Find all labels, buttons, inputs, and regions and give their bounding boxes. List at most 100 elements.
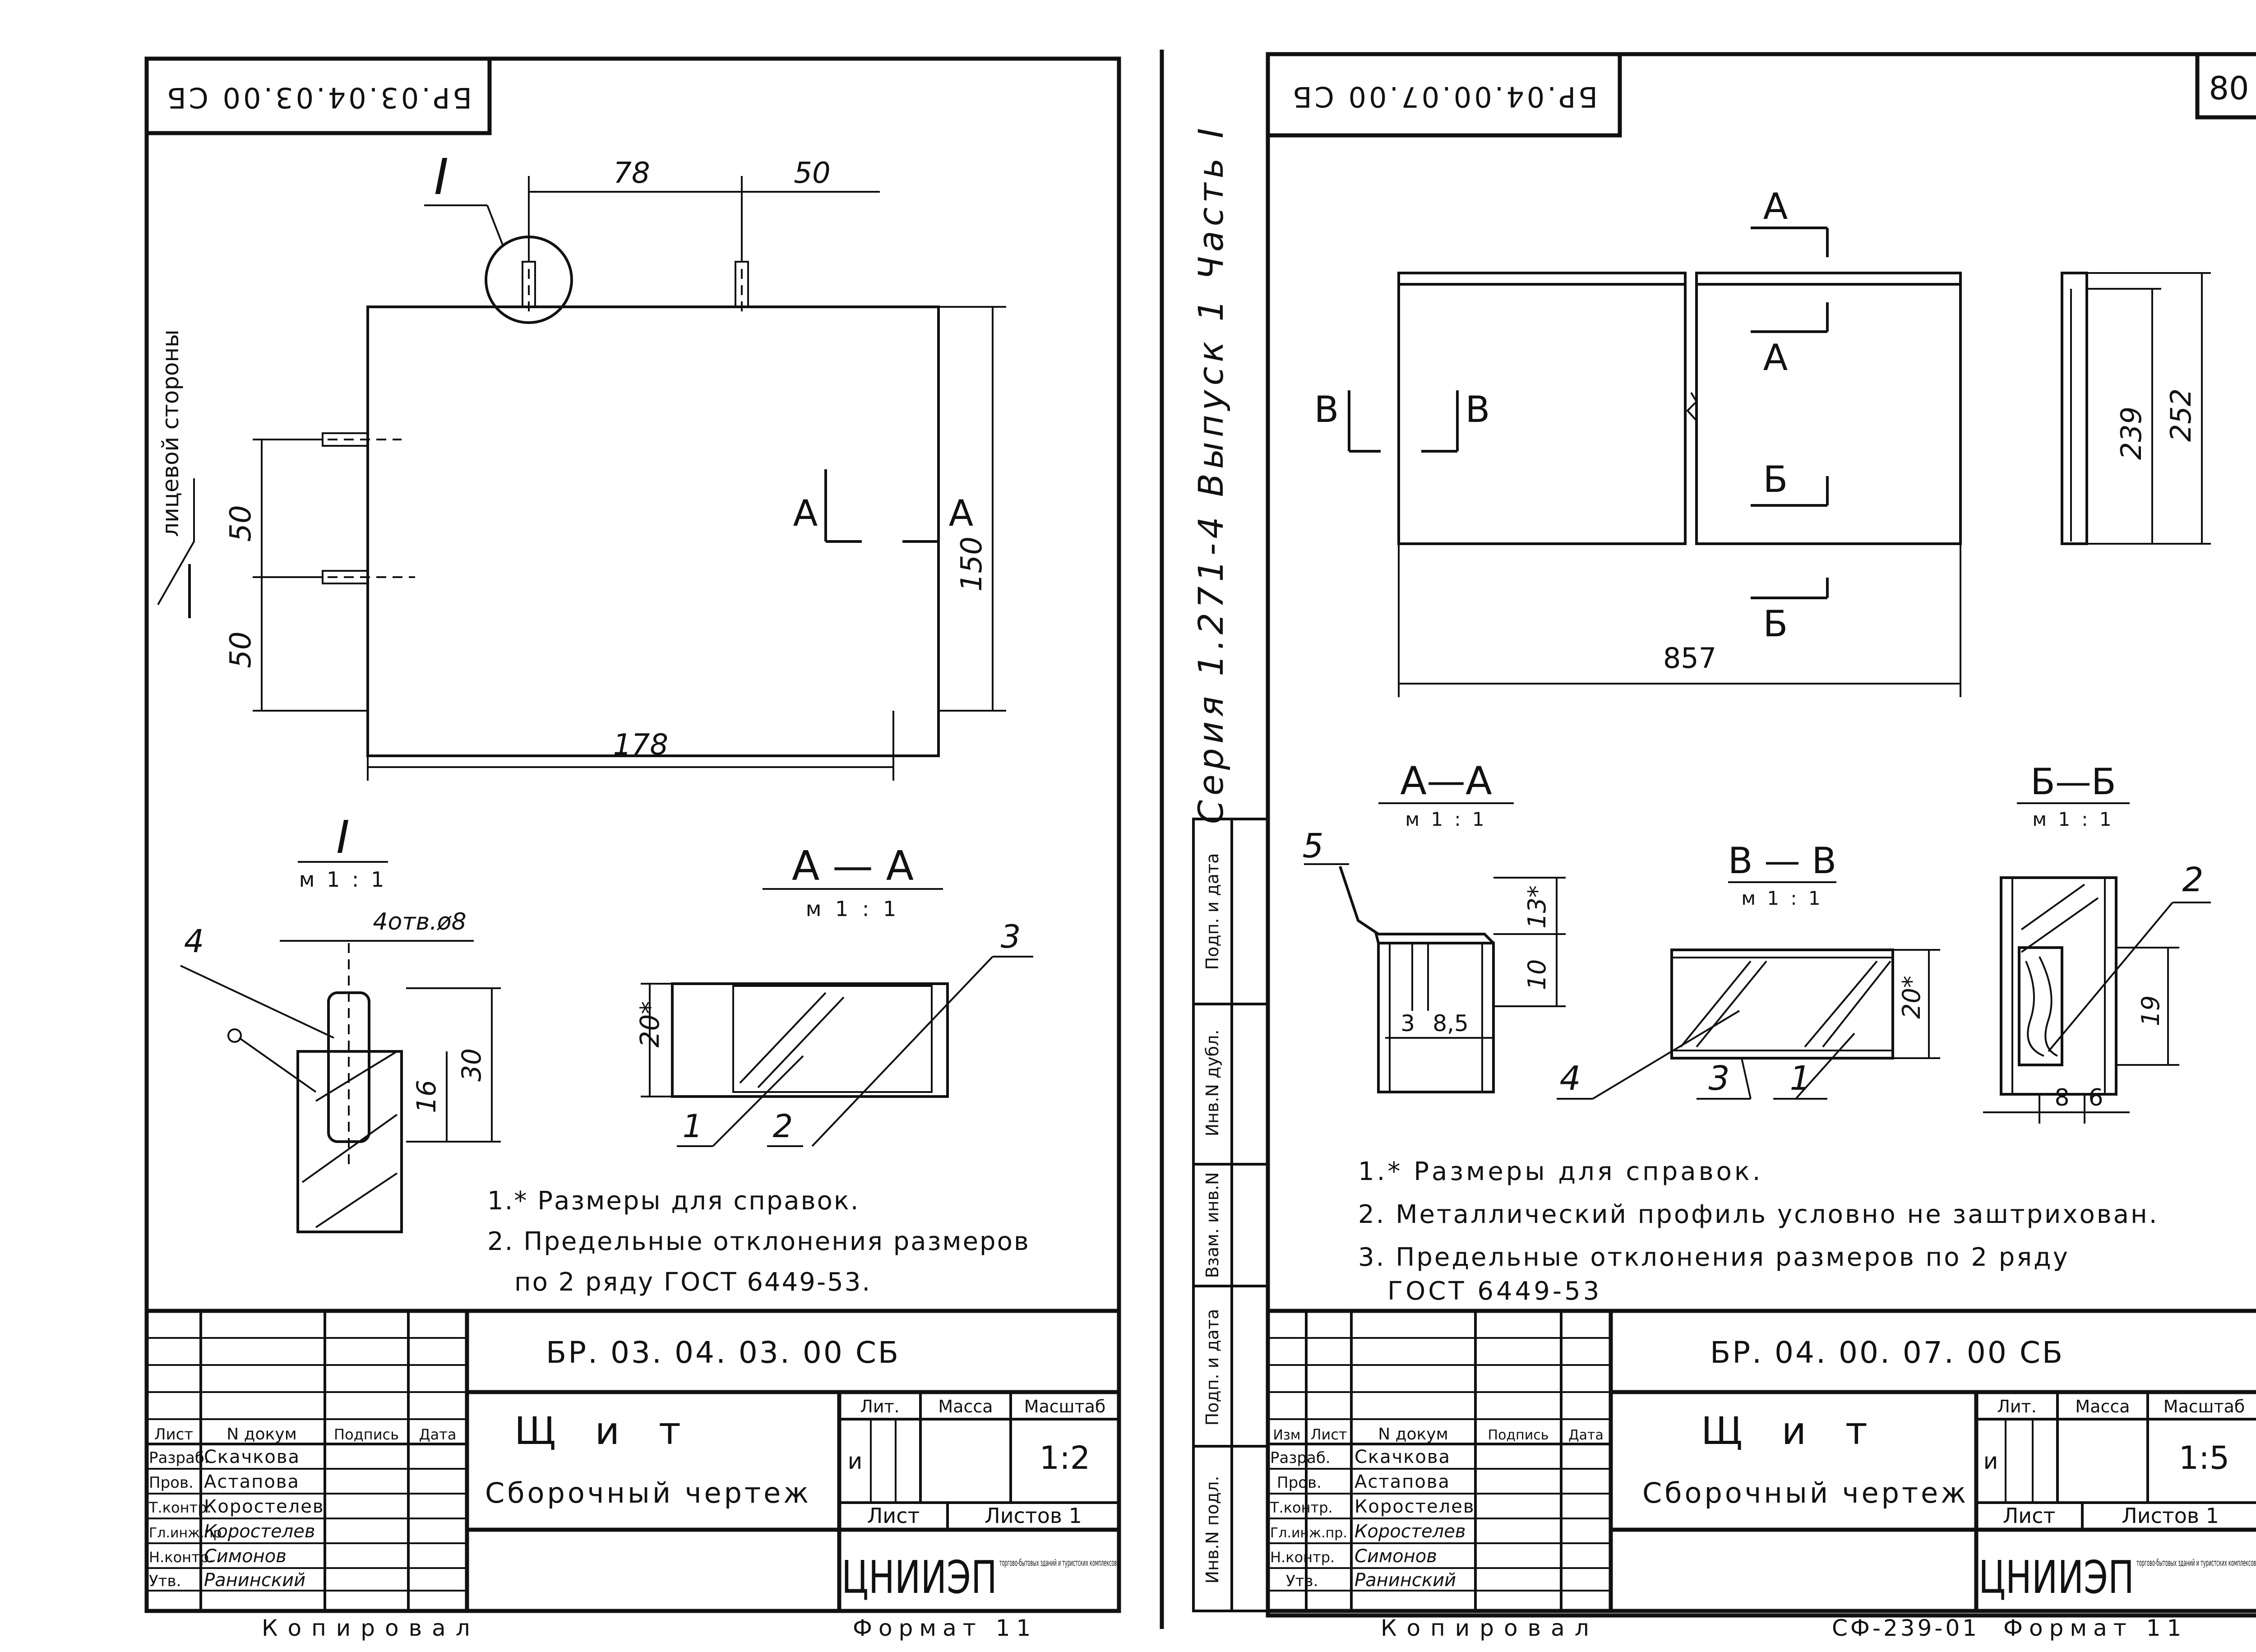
pin-mark-dot: [227, 1028, 242, 1043]
dim-30: 30: [456, 1048, 487, 1082]
left-sec-letter-a1: А: [793, 492, 818, 534]
right-sec-vv-body: [1670, 949, 1894, 1060]
face-side-arrow: [157, 478, 195, 605]
right-sec-bb-wood-1: [2025, 961, 2044, 1057]
sec-letter-a-mid: А: [1763, 337, 1788, 379]
right-sec-vv-hatch-1: [1680, 960, 1752, 1048]
hatch-3: [315, 1172, 398, 1228]
right-sec-vv-title: В — В: [1728, 840, 1837, 882]
left-tb-name-4: Коростелев: [204, 1521, 315, 1542]
right-side-profile: [2061, 272, 2088, 545]
left-sheet: БР.03.04.03.00 СБ I 78 50: [144, 56, 1121, 1641]
right-tb-role-6: Утв.: [1286, 1572, 1318, 1590]
dim-19: 19: [2136, 995, 2165, 1027]
left-bottom-copied: Копировал: [262, 1615, 480, 1641]
left-tb-name1: Щ и т: [514, 1409, 694, 1453]
right-leader-5-label: 5: [1302, 827, 1323, 865]
right-tb-name-6: Ранинский: [1355, 1570, 1456, 1591]
left-dowel-top-2: [735, 261, 749, 308]
right-bottom-code: СФ-239-01: [1832, 1615, 1979, 1641]
right-sec-bb-wood-2: [2039, 956, 2058, 1057]
left-tb-role-1: Разраб.: [149, 1449, 209, 1467]
right-tb-scale-value: 1:5: [2179, 1439, 2230, 1476]
left-tb-scale-label: Масштаб: [1024, 1397, 1106, 1416]
right-sec-vv-hatch-2: [1696, 960, 1767, 1048]
dim-13: 13*: [1523, 885, 1551, 929]
right-main-view: А А Б Б В В 857 239: [1314, 185, 2211, 697]
right-sheet: БР.04.00.07.00 СБ 80 Серия 1.271-4 Выпус…: [1191, 52, 2256, 1641]
dim-8-5: 8,5: [1433, 1010, 1469, 1037]
right-title-block: БР. 04. 00. 07. 00 СБ Щ и т Сборочный че…: [1266, 1309, 2256, 1613]
left-note-3: по 2 ряду ГОСТ 6449-53.: [514, 1268, 871, 1297]
right-tb-role-5: Н.контр.: [1270, 1549, 1335, 1566]
right-tb-name-3: Коростелев: [1355, 1496, 1475, 1517]
right-leader-1: [1795, 1032, 1855, 1100]
page-number: 80: [2209, 70, 2249, 107]
right-tb-role-1: Разраб.: [1270, 1449, 1331, 1467]
dim-6: 6: [2088, 1084, 2103, 1111]
right-tb-name-5: Симонов: [1355, 1546, 1437, 1567]
right-tb-sheet-label: Лист: [2003, 1504, 2056, 1528]
left-tb-role-5: Н.контр.: [149, 1549, 213, 1566]
right-sec-bb-insert: [2018, 946, 2063, 1066]
left-tb-frame: [144, 1309, 1121, 1613]
right-leader-3: [1741, 1058, 1752, 1099]
left-code-box: [144, 56, 492, 135]
side-stamp-3: Взам. инв.N: [1202, 1172, 1222, 1278]
side-stamp-1: Инв.N подл.: [1202, 1476, 1222, 1584]
left-leader-2-label: 2: [773, 1108, 793, 1145]
sec-letter-b2: Б: [1763, 603, 1788, 645]
left-tb-code: БР. 03. 04. 03. 00 СБ: [546, 1335, 900, 1370]
right-note-4: ГОСТ 6449-53: [1387, 1277, 1602, 1306]
right-sec-aa-body: [1377, 942, 1495, 1093]
right-tb-role-4: Гл.инж.пр.: [1270, 1525, 1347, 1541]
right-note-1: 1.* Размеры для справок.: [1358, 1157, 1763, 1186]
sec-letter-b1: Б: [1763, 458, 1788, 500]
left-leader-4-label: 4: [184, 923, 204, 960]
right-sec-vv-inner: [1671, 957, 1894, 1051]
right-bottom-format: Формат 11: [2003, 1615, 2187, 1641]
right-sec-aa-profile: [1374, 933, 1495, 944]
right-code-box: [1266, 52, 1622, 138]
right-tb-code: БР. 04. 00. 07. 00 СБ: [1710, 1335, 2064, 1370]
right-panel-right: [1695, 272, 1962, 545]
dim-50-top: 50: [794, 157, 830, 190]
right-tb-name2: Сборочный чертеж: [1642, 1476, 1969, 1509]
right-tb-h-izm: Изм: [1273, 1427, 1300, 1443]
right-sec-bb-hatch-2: [2020, 897, 2099, 953]
dim-178: 178: [613, 728, 668, 762]
page-number-box: [2195, 52, 2256, 120]
right-sec-aa-view: 5 13* 10 3 8,5: [1302, 827, 1566, 1093]
right-panel-left: [1397, 272, 1687, 545]
left-tb-name-6: Ранинский: [204, 1570, 305, 1591]
left-plate-outline: [366, 305, 940, 757]
sec-letter-v2: В: [1465, 389, 1490, 430]
right-code-rotated: БР.04.00.07.00 СБ: [1290, 80, 1598, 113]
right-sec-vv-hatch-4: [1822, 960, 1891, 1048]
right-tb-frame: [1266, 1309, 2256, 1613]
left-leader-3-label: 3: [1001, 918, 1021, 955]
left-section-hatch-2: [757, 996, 845, 1088]
right-tb-lit-label: Лит.: [1997, 1397, 2037, 1416]
left-tb-name2: Сборочный чертеж: [485, 1476, 811, 1509]
left-tb-role-4: Гл.инж.пр.: [149, 1525, 226, 1541]
right-note-3: 3. Предельные отклонения размеров по 2 р…: [1358, 1243, 2070, 1272]
right-note-2: 2. Металлический профиль условно не зашт…: [1358, 1200, 2159, 1229]
left-sheet-frame: [144, 56, 1121, 1613]
left-code-rotated: БР.03.04.03.00 СБ: [164, 81, 472, 114]
right-sec-vv-view: 20* 4 3 1: [1557, 949, 1940, 1100]
side-stamp-5: Подп. и дата: [1202, 853, 1222, 970]
left-dowel-top-1: [522, 261, 536, 308]
left-section-view: 20* 3 1 2: [634, 918, 1033, 1147]
left-tb-scale-value: 1:2: [1040, 1439, 1091, 1476]
right-bottom-copied: Копировал: [1381, 1615, 1599, 1641]
right-sec-aa-scale: м 1 : 1: [1405, 808, 1487, 830]
left-leader-4: [180, 965, 334, 1039]
left-tb-name-3: Коростелев: [204, 1496, 324, 1517]
left-main-view: [311, 236, 940, 757]
left-section-inner: [732, 985, 933, 1093]
right-leader-2-label: 2: [2182, 861, 2203, 899]
dim-10: 10: [1523, 959, 1551, 990]
right-sec-vv-scale: м 1 : 1: [1741, 887, 1823, 909]
dim-3: 3: [1401, 1010, 1415, 1037]
